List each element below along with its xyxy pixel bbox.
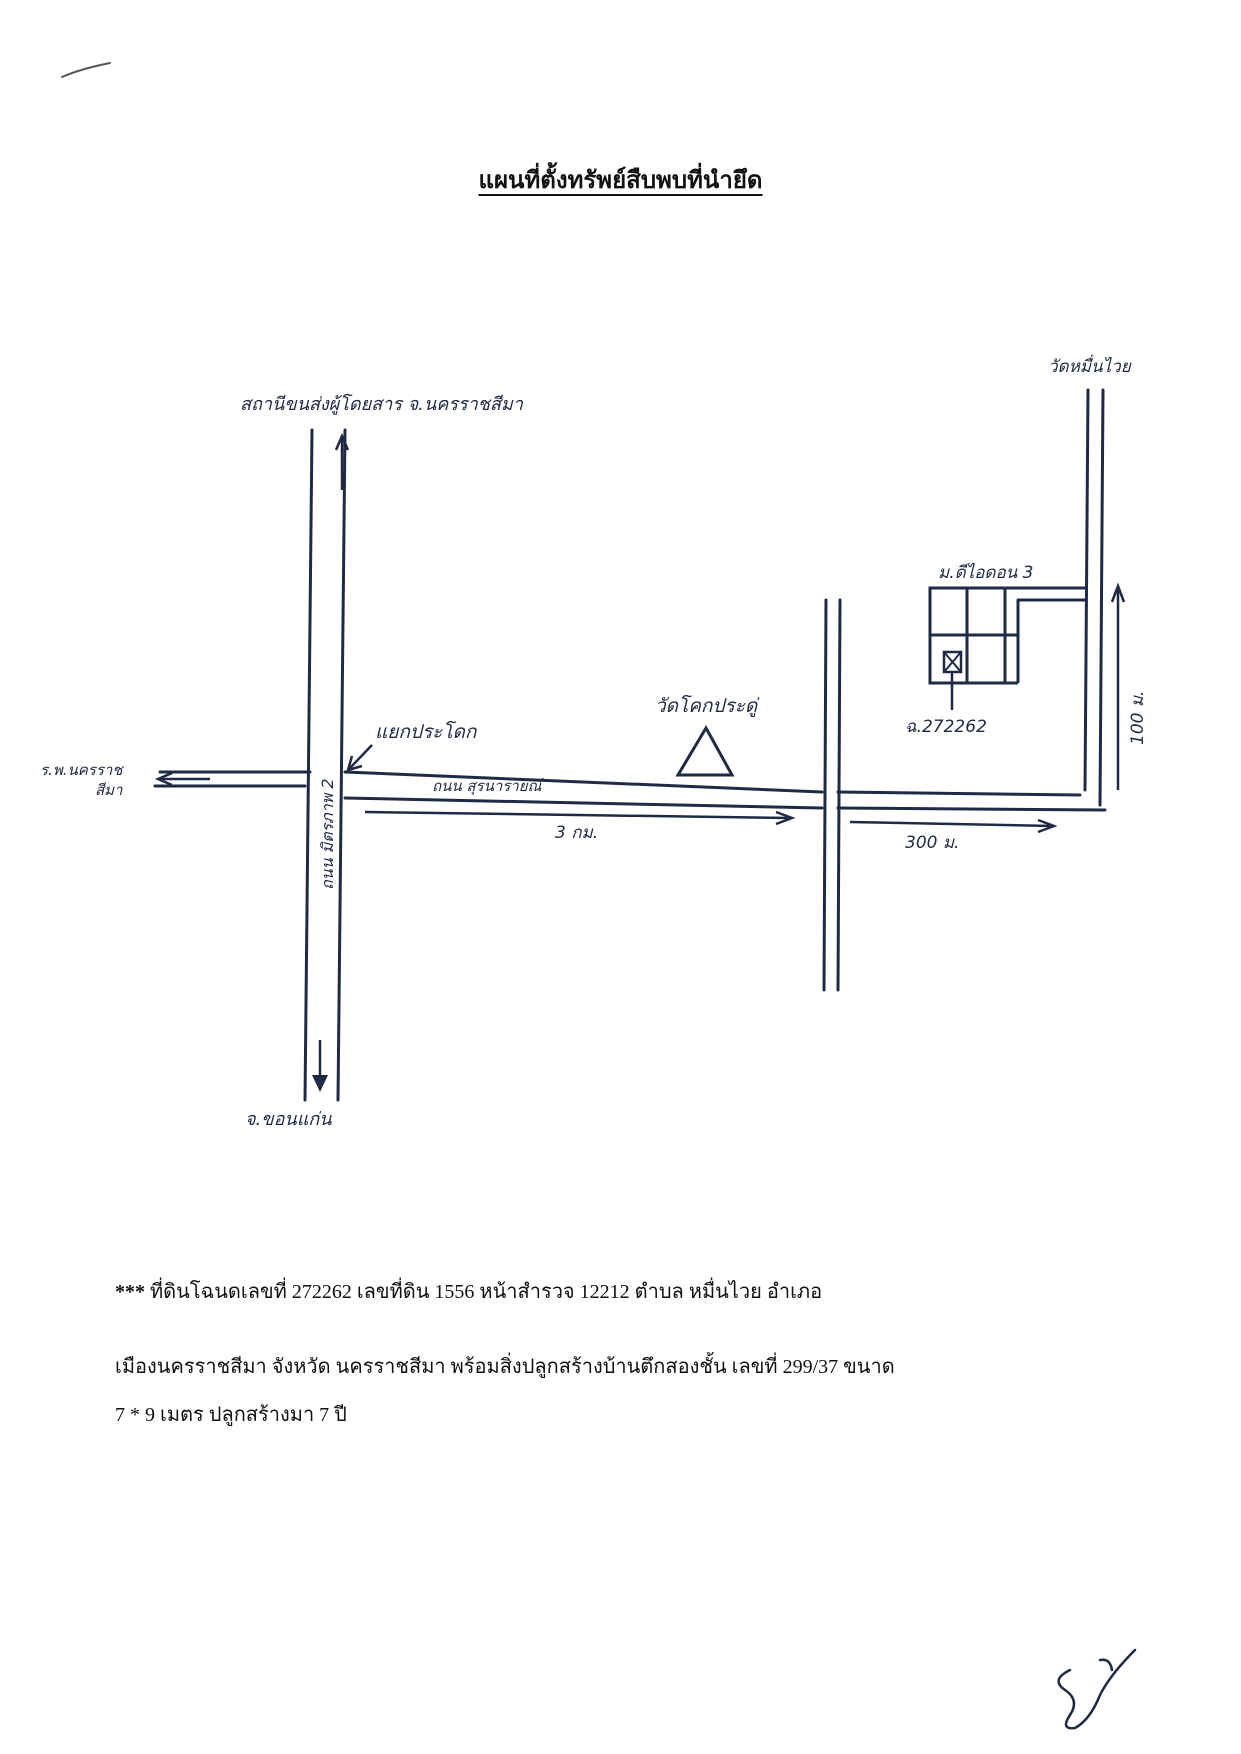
main-road-top bbox=[343, 770, 824, 794]
east-road-bottom bbox=[836, 806, 1107, 812]
label-highway: ถนน มิตรภาพ 2 bbox=[318, 778, 337, 890]
label-temple-prado: วัดโคกประดู่ bbox=[655, 694, 760, 717]
property-note: *** ที่ดินโฉนดเลขที่ 272262 เลขที่ดิน 15… bbox=[115, 1275, 1095, 1309]
distance-300m-arrow bbox=[849, 818, 1058, 834]
note-line-1: ที่ดินโฉนดเลขที่ 272262 เลขที่ดิน 1556 ห… bbox=[150, 1281, 823, 1303]
property-note-line-2: เมืองนครราชสีมา จังหวัด นครราชสีมา พร้อม… bbox=[115, 1356, 895, 1378]
highway-left-edge bbox=[303, 428, 314, 1102]
label-west-destination-2: สีมา bbox=[95, 781, 123, 799]
note-stars: *** bbox=[115, 1281, 145, 1303]
east-road-top bbox=[836, 790, 1082, 797]
north-arrow bbox=[334, 432, 350, 490]
cross-street-left bbox=[822, 598, 828, 992]
signature-mark bbox=[1057, 1648, 1137, 1730]
soi-left bbox=[1083, 388, 1090, 792]
temple-triangle-icon bbox=[675, 724, 735, 777]
document-title: แผนที่ตั้งทรัพย์สืบพบที่นำยึด bbox=[478, 165, 763, 194]
cross-street-right bbox=[836, 598, 842, 992]
property-note-line-3: 7 * 9 เมตร ปลูกสร้างมา 7 ปี bbox=[115, 1404, 347, 1426]
label-south-destination: จ.ขอนแก่น bbox=[245, 1109, 332, 1130]
label-north-destination: สถานีขนส่งผู้โดยสาร จ.นครราชสีมา bbox=[240, 393, 524, 415]
label-village: ม.ดีไอดอน 3 bbox=[938, 562, 1034, 583]
label-intersection: แยกประโดก bbox=[375, 720, 478, 743]
main-road-bottom bbox=[343, 796, 824, 810]
label-distance-300m: 300 ม. bbox=[905, 833, 959, 853]
label-distance-3km: 3 กม. bbox=[555, 823, 598, 843]
pen-mark-top-left bbox=[61, 62, 111, 78]
label-deed: ฉ.272262 bbox=[905, 717, 987, 737]
label-main-road: ถนน สุรนารายณ์ bbox=[432, 777, 544, 795]
distance-3km-arrow bbox=[364, 810, 796, 826]
intersection-pointer bbox=[346, 744, 373, 772]
label-distance-100m: 100 ม. bbox=[1128, 691, 1148, 745]
south-arrow bbox=[312, 1040, 328, 1092]
soi-right bbox=[1098, 388, 1105, 807]
highway-right-edge bbox=[336, 428, 347, 1102]
label-temple-muenwai: วัดหมื่นไวย bbox=[1048, 354, 1132, 377]
distance-100m-arrow bbox=[1110, 582, 1126, 790]
west-arrow bbox=[154, 771, 210, 787]
village-block bbox=[928, 586, 1020, 710]
label-west-destination-1: ร.พ.นครราช bbox=[40, 761, 124, 779]
